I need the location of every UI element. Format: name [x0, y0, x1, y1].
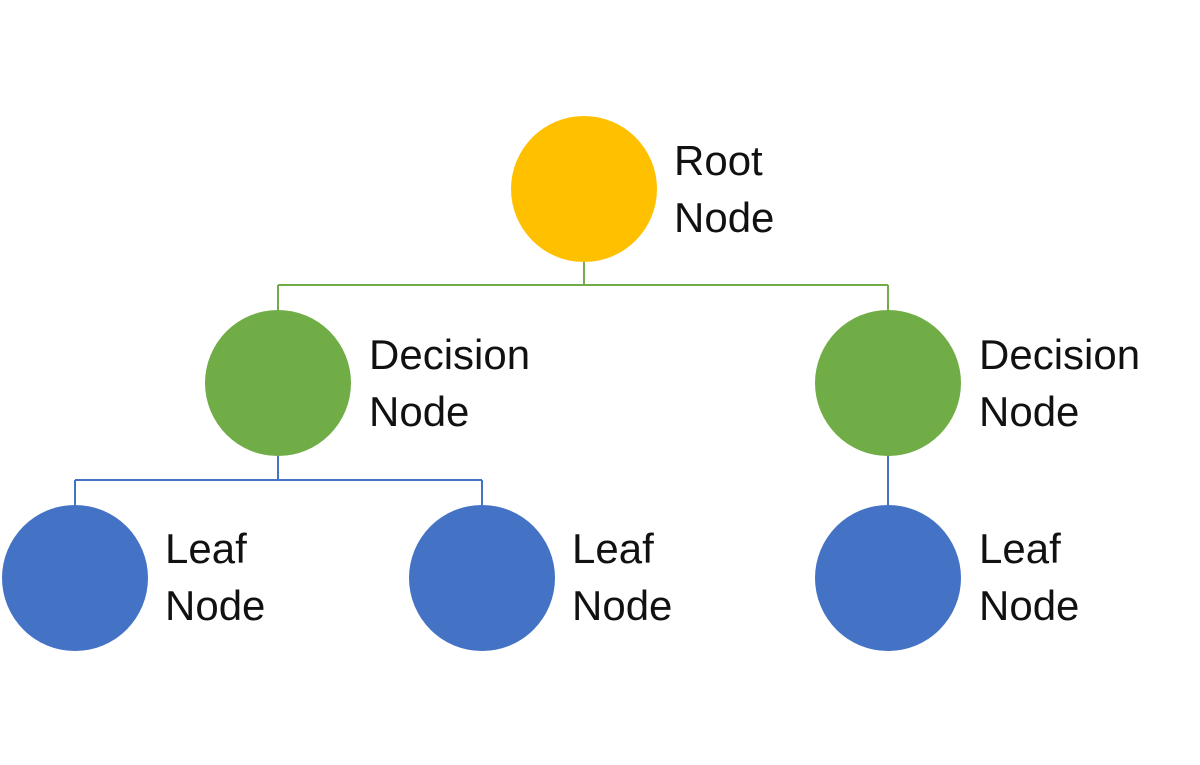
decision-node-right-label: Decision Node — [979, 326, 1140, 440]
decision-node-left-label-line1: Decision — [369, 331, 531, 378]
decision-node-left-circle — [205, 310, 351, 456]
leaf-node-2-label-line2: Node — [572, 582, 673, 629]
leaf-node-1-label-line2: Node — [165, 582, 266, 629]
root-node-label: Root Node — [674, 132, 774, 246]
root-connector — [277, 262, 889, 310]
leaf-node-3-label-line1: Leaf — [979, 525, 1061, 572]
leaf-node-3-label: Leaf Node — [979, 520, 1079, 634]
root-node-label-line2: Node — [674, 194, 775, 241]
leaf-node-2-label: Leaf Node — [572, 520, 672, 634]
decision-node-right-circle — [815, 310, 961, 456]
decision-node-left-label: Decision Node — [369, 326, 530, 440]
decision-node-right-label-line1: Decision — [979, 331, 1141, 378]
decision-node-left-label-line2: Node — [369, 388, 470, 435]
leaf-node-1-circle — [2, 505, 148, 651]
decision-left-connector — [74, 456, 483, 505]
decision-node-right-label-line2: Node — [979, 388, 1080, 435]
leaf-node-1-label-line1: Leaf — [165, 525, 247, 572]
leaf-node-2-circle — [409, 505, 555, 651]
leaf-node-2-label-line1: Leaf — [572, 525, 654, 572]
leaf-node-1-label: Leaf Node — [165, 520, 265, 634]
root-node-circle — [511, 116, 657, 262]
leaf-node-3-circle — [815, 505, 961, 651]
root-node-label-line1: Root — [674, 137, 763, 184]
leaf-node-3-label-line2: Node — [979, 582, 1080, 629]
